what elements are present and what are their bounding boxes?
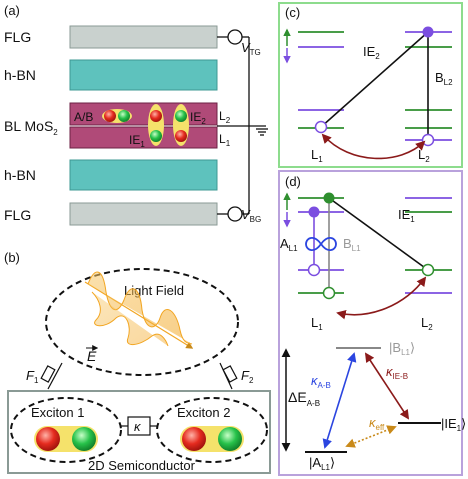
vtg-label: VTG	[241, 40, 261, 57]
f1-label: F1	[26, 368, 39, 385]
exciton1-label: Exciton 1	[31, 405, 84, 420]
f2-coupling-box	[222, 365, 238, 383]
bottom-flg-layer	[69, 202, 218, 226]
f1-coupling-line	[47, 362, 63, 390]
panel-c-label: (c)	[285, 5, 300, 20]
kappa-eff-arrow	[345, 425, 397, 448]
light-wave-packet	[84, 271, 194, 349]
layer-label-hbn-top: h-BN	[4, 67, 36, 83]
top-hbn-layer	[69, 59, 218, 91]
semiconductor-label: 2D Semiconductor	[88, 458, 196, 473]
exciton1-hole	[72, 427, 96, 451]
kappa-ab-label: κA-B	[311, 373, 331, 390]
c-electron	[422, 26, 434, 38]
delta-e-label: ΔEA-B	[288, 389, 320, 408]
d-hole-tunneling-arrow	[336, 276, 427, 320]
ab-exciton-label: A/B	[74, 110, 93, 124]
exciton2-hole	[218, 427, 242, 451]
c-ie2-transition	[320, 31, 429, 128]
light-field-boundary	[45, 268, 239, 376]
f2-label: F2	[241, 368, 254, 385]
d-hole-purple	[307, 263, 321, 277]
efield-label: E	[87, 348, 97, 364]
ab-exciton-electron	[104, 110, 116, 122]
panel-d-frame	[278, 170, 463, 476]
l2-label-a: L2	[219, 109, 231, 125]
panel-b-label: (b)	[4, 250, 20, 265]
d-l1-label: L1	[311, 315, 323, 332]
panel-c-frame	[278, 2, 463, 168]
d-electron-purple	[308, 206, 320, 218]
c-l2-label: L2	[418, 147, 430, 164]
d-al1-label: AL1	[280, 236, 298, 253]
ie1-label-a: IE1	[129, 133, 145, 149]
ket-a-l1: |AL1⟩	[309, 455, 335, 472]
ie2-exciton-hole	[175, 110, 187, 122]
c-hole-l1	[314, 120, 328, 134]
exciton2-electron	[182, 427, 206, 451]
d-l2-label: L2	[421, 315, 433, 332]
ie1-exciton-hole	[150, 130, 162, 142]
exciton1-electron	[36, 427, 60, 451]
exciton1-boundary	[10, 397, 122, 463]
vbg-label: VBG	[241, 207, 261, 224]
panel-b: (b) Light Field E F1 F2 Exciton 1 Excito…	[4, 250, 271, 474]
panel-c: (c) IE2 BL2 L1 L2	[278, 2, 463, 168]
c-hole-l2	[421, 133, 435, 147]
layer-label-hbn-bottom: h-BN	[4, 167, 36, 183]
ie2-exciton-electron	[175, 130, 187, 142]
top-gate-source	[227, 29, 243, 45]
kappa-label: κ	[134, 419, 142, 434]
layer-label-mos2: BL MoS2	[4, 118, 58, 137]
d-infinity-symbol	[305, 237, 337, 251]
kappa-ieb-label: κIE-B	[386, 364, 408, 381]
exciton2-label: Exciton 2	[177, 405, 230, 420]
bottom-hbn-layer	[69, 159, 218, 191]
ground-symbol	[256, 128, 268, 136]
d-ie1-transition	[328, 197, 429, 271]
kappa-ab-arrow	[322, 352, 357, 449]
panel-d-label: (d)	[285, 174, 301, 189]
d-bl1-label: BL1	[343, 236, 361, 253]
ab-exciton-hole	[118, 110, 130, 122]
d-electron-green	[323, 192, 335, 204]
c-ie2-label: IE2	[363, 44, 380, 61]
panel-a-label: (a)	[4, 3, 20, 18]
kappa-eff-label: κeff	[369, 415, 385, 432]
ket-ie1: |IE1⟩	[441, 416, 466, 433]
c-hole-tunneling-arrow	[321, 133, 426, 160]
ie1-exciton-electron	[150, 110, 162, 122]
d-hole-green-l2	[421, 263, 435, 277]
c-l1-label: L1	[311, 147, 323, 164]
ie2-label-a: IE2	[190, 110, 206, 126]
top-flg-layer	[69, 25, 218, 49]
f1-coupling-box	[40, 365, 56, 383]
d-ie1-label: IE1	[398, 207, 415, 224]
c-bl2-label: BL2	[435, 70, 453, 87]
exciton2-boundary	[156, 397, 268, 463]
kappa-ieb-arrow	[364, 352, 410, 420]
panel-d: (d) IE1 AL1 BL1 L1 L2	[278, 170, 466, 476]
d-hole-green-l1	[322, 286, 336, 300]
ket-b-l1: |BL1⟩	[389, 340, 415, 357]
layer-label-flg-bottom: FLG	[4, 207, 31, 223]
bottom-gate-source	[227, 206, 243, 222]
l1-label-a: L1	[219, 132, 231, 148]
panel-a: (a) FLG h-BN BL MoS2 h-BN FLG A/B IE2 IE…	[4, 3, 268, 226]
layer-label-flg-top: FLG	[4, 29, 31, 45]
